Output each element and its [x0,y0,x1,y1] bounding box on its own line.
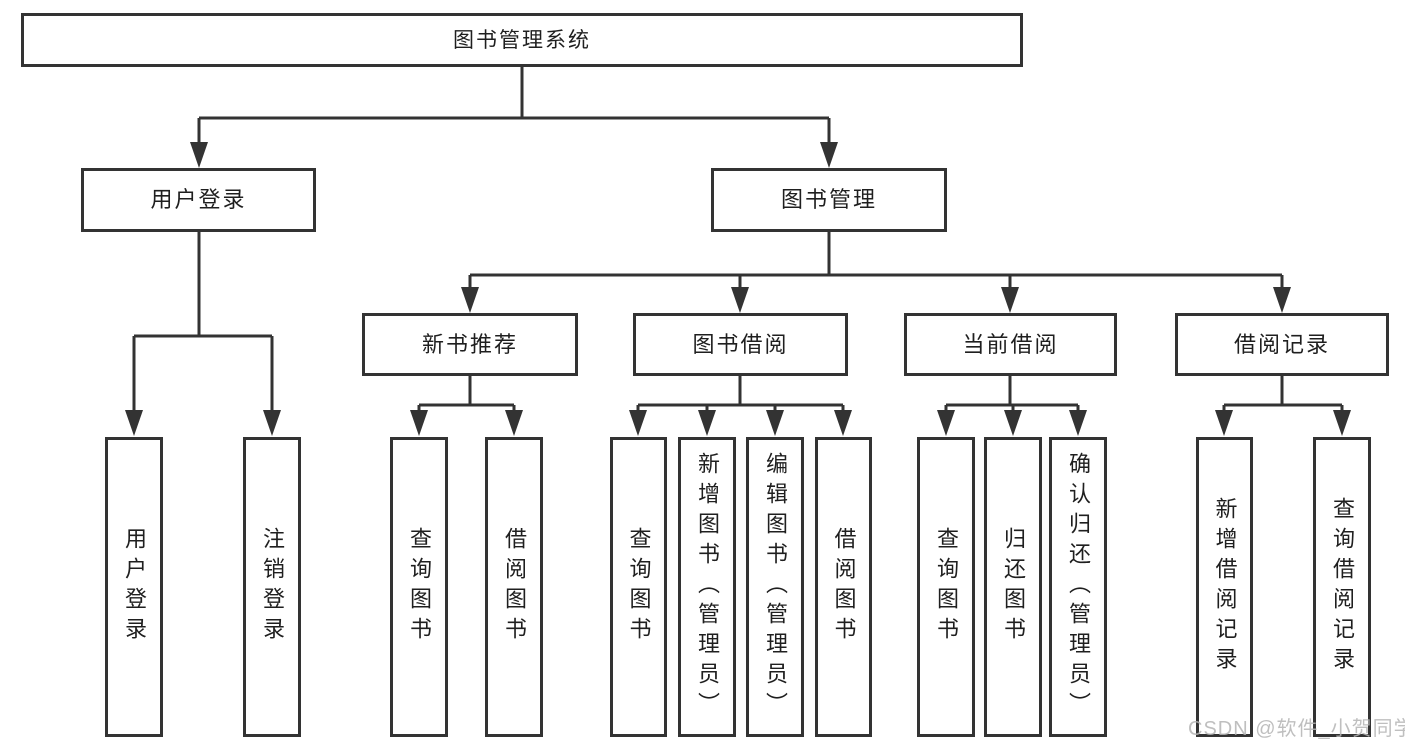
node-label: 用户登录 [150,187,247,212]
node-label: 图书借阅 [692,331,789,357]
node-logout-action: 注销登录 [243,437,301,737]
node-current-borrowing: 当前借阅 [904,313,1117,376]
node-label: 借阅图书 [831,527,857,647]
node-label: 归还图书 [1001,527,1026,647]
node-label: 新增图书（管理员） [695,452,720,722]
node-label: 查询图书 [934,527,959,647]
node-confirm-return-admin: 确认归还（管理员） [1049,437,1107,737]
node-label: 查询图书 [626,527,652,647]
node-library-management-system: 图书管理系统 [21,13,1023,67]
node-label: 查询借阅记录 [1330,497,1355,677]
node-borrow-books-recommend: 借阅图书 [485,437,543,737]
node-label: 当前借阅 [962,331,1059,357]
node-label: 用户登录 [122,527,147,647]
node-query-borrow-record: 查询借阅记录 [1313,437,1371,737]
node-query-books-borrow: 查询图书 [610,437,667,737]
node-label: 借阅图书 [502,527,527,647]
node-add-books-admin: 新增图书（管理员） [678,437,736,737]
node-label: 借阅记录 [1233,331,1330,357]
node-query-books-current: 查询图书 [917,437,975,737]
node-query-books-recommend: 查询图书 [390,437,448,737]
node-label: 图书管理系统 [453,28,591,52]
node-label: 新增借阅记录 [1212,497,1238,677]
node-book-borrowing: 图书借阅 [633,313,848,376]
node-label: 图书管理 [780,187,877,212]
node-new-book-recommendation: 新书推荐 [362,313,578,376]
node-borrowing-records: 借阅记录 [1175,313,1389,376]
node-borrow-books-action: 借阅图书 [815,437,872,737]
node-book-management: 图书管理 [711,168,947,232]
node-user-login: 用户登录 [81,168,316,232]
node-return-books: 归还图书 [984,437,1042,737]
node-edit-books-admin: 编辑图书（管理员） [746,437,804,737]
node-user-login-action: 用户登录 [105,437,163,737]
node-label: 查询图书 [407,527,432,647]
node-label: 注销登录 [260,527,285,647]
node-label: 编辑图书（管理员） [763,452,788,722]
node-add-borrow-record: 新增借阅记录 [1196,437,1253,737]
node-label: 新书推荐 [421,331,518,357]
node-label: 确认归还（管理员） [1066,452,1091,722]
watermark-text: CSDN @软件_小贺同学 [1188,718,1405,740]
